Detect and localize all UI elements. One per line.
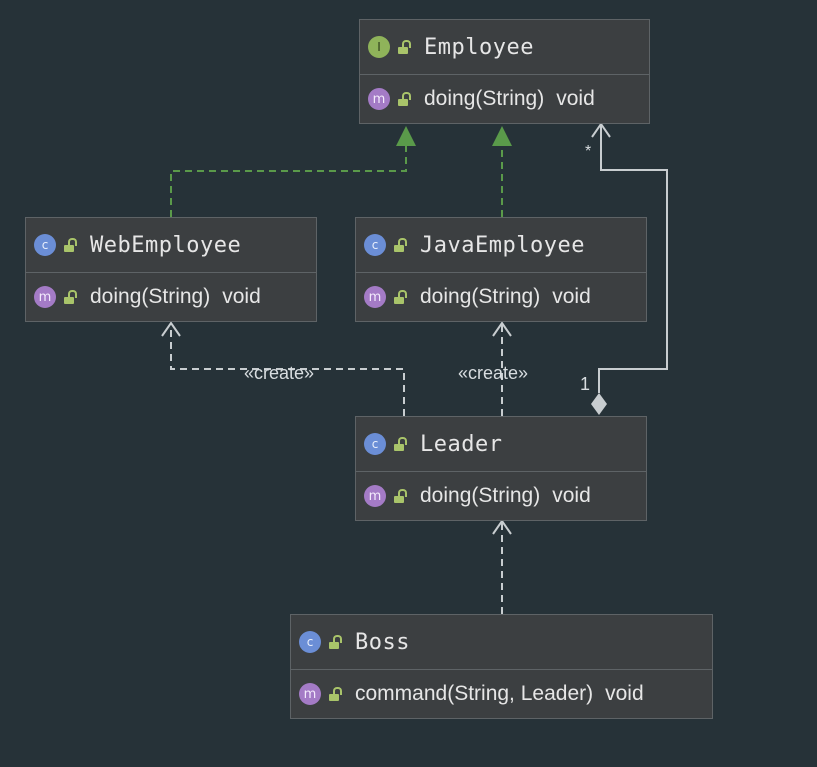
public-lock-icon <box>64 238 77 252</box>
public-lock-icon <box>329 635 342 649</box>
method-signature: doing(String) <box>420 285 541 308</box>
method-row[interactable]: m command(String, Leader) void <box>291 670 712 718</box>
dependency-arrowhead-java <box>492 321 512 337</box>
class-header: I Employee <box>360 20 649 75</box>
class-name: WebEmployee <box>90 232 242 258</box>
method-signature: doing(String) <box>420 484 541 507</box>
public-lock-icon <box>398 92 411 106</box>
class-name: Boss <box>355 629 410 655</box>
webemployee-class-node[interactable]: c WebEmployee m doing(String) void <box>25 217 317 322</box>
method-icon: m <box>368 88 390 110</box>
boss-class-node[interactable]: c Boss m command(String, Leader) void <box>290 614 713 719</box>
method-row[interactable]: m doing(String) void <box>360 75 649 123</box>
class-name: Employee <box>424 34 534 60</box>
method-return-type: void <box>556 87 595 110</box>
method-return-type: void <box>552 285 591 308</box>
leader-class-node[interactable]: c Leader m doing(String) void <box>355 416 647 521</box>
aggregation-arrowhead <box>591 122 611 138</box>
method-return-type: void <box>222 285 261 308</box>
class-icon: c <box>364 234 386 256</box>
method-return-type: void <box>552 484 591 507</box>
method-signature: doing(String) <box>424 87 545 110</box>
method-icon: m <box>34 286 56 308</box>
realization-arrowhead-java <box>492 126 512 146</box>
realization-arrowhead-web <box>396 126 416 146</box>
method-icon: m <box>299 683 321 705</box>
realization-web-to-employee <box>170 146 407 217</box>
class-name: Leader <box>420 431 503 457</box>
create-label-java: «create» <box>458 363 529 383</box>
method-row[interactable]: m doing(String) void <box>26 273 316 321</box>
employee-class-node[interactable]: I Employee m doing(String) void <box>359 19 650 124</box>
method-row[interactable]: m doing(String) void <box>356 273 646 321</box>
method-return-type: void <box>605 682 644 705</box>
public-lock-icon <box>64 290 77 304</box>
create-label-web: «create» <box>244 363 315 383</box>
method-icon: m <box>364 485 386 507</box>
interface-icon: I <box>368 36 390 58</box>
public-lock-icon <box>394 489 407 503</box>
class-header: c JavaEmployee <box>356 218 646 273</box>
public-lock-icon <box>394 290 407 304</box>
dependency-arrowhead-leader <box>492 519 512 535</box>
aggregation-leader-to-employee <box>598 125 668 393</box>
multiplicity-target: * <box>585 143 592 160</box>
public-lock-icon <box>329 687 342 701</box>
class-name: JavaEmployee <box>420 232 585 258</box>
method-row[interactable]: m doing(String) void <box>356 472 646 520</box>
method-icon: m <box>364 286 386 308</box>
class-header: c WebEmployee <box>26 218 316 273</box>
aggregation-diamond <box>591 393 607 415</box>
class-icon: c <box>299 631 321 653</box>
method-signature: doing(String) <box>90 285 211 308</box>
method-signature: command(String, Leader) <box>355 682 594 705</box>
javaemployee-class-node[interactable]: c JavaEmployee m doing(String) void <box>355 217 647 322</box>
class-header: c Leader <box>356 417 646 472</box>
public-lock-icon <box>394 437 407 451</box>
class-icon: c <box>364 433 386 455</box>
dependency-leader-to-web <box>170 324 405 416</box>
class-header: c Boss <box>291 615 712 670</box>
class-icon: c <box>34 234 56 256</box>
multiplicity-source: 1 <box>580 374 591 394</box>
public-lock-icon <box>398 40 411 54</box>
dependency-arrowhead-web <box>161 321 181 337</box>
public-lock-icon <box>394 238 407 252</box>
